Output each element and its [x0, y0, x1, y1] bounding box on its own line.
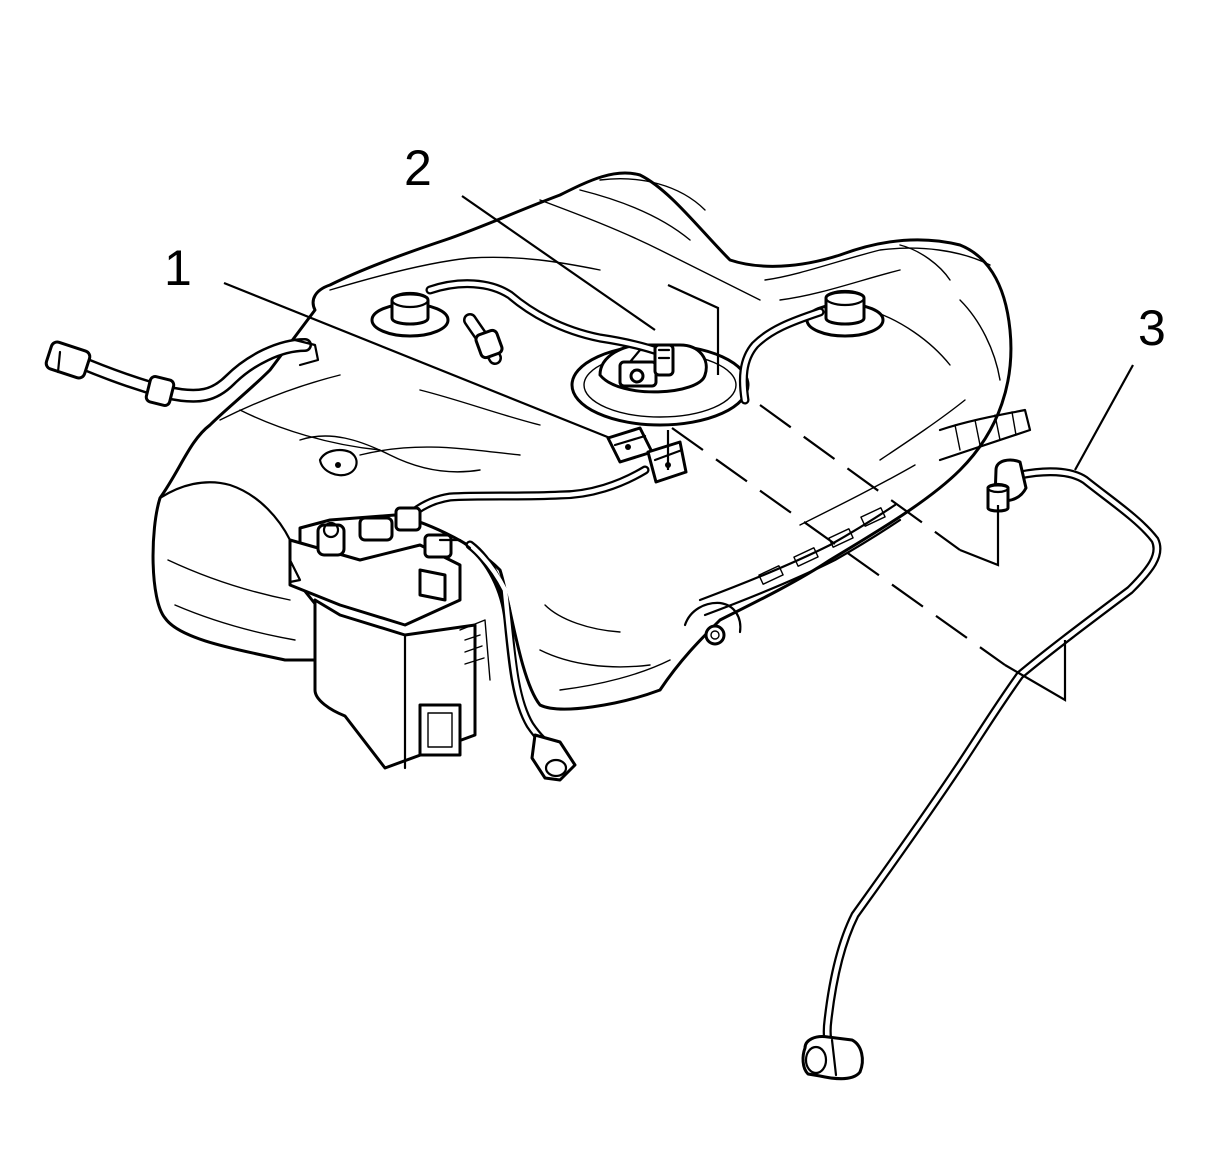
leader-line-1 [223, 281, 611, 440]
callout-2: 2 [404, 140, 432, 196]
fuel-tank [151, 171, 1032, 711]
callout-1: 1 [164, 240, 192, 296]
leader-lines [223, 195, 1134, 702]
feed-lines [394, 279, 825, 782]
vent-hose [463, 313, 504, 365]
center-line-lower [671, 427, 1006, 666]
quick-connect [653, 343, 675, 377]
tank-ports [370, 289, 885, 338]
bracket-3-lower [1004, 640, 1067, 702]
center-line-upper [759, 404, 961, 551]
evap-pipe [801, 458, 1162, 1081]
filler-hose [44, 338, 320, 407]
leader-line-2 [461, 195, 656, 331]
leader-line-3 [1074, 364, 1134, 471]
callout-3: 3 [1138, 300, 1166, 356]
bracket-3-upper [959, 505, 1000, 567]
bracket-2 [667, 284, 720, 375]
evap-canister [288, 516, 491, 770]
